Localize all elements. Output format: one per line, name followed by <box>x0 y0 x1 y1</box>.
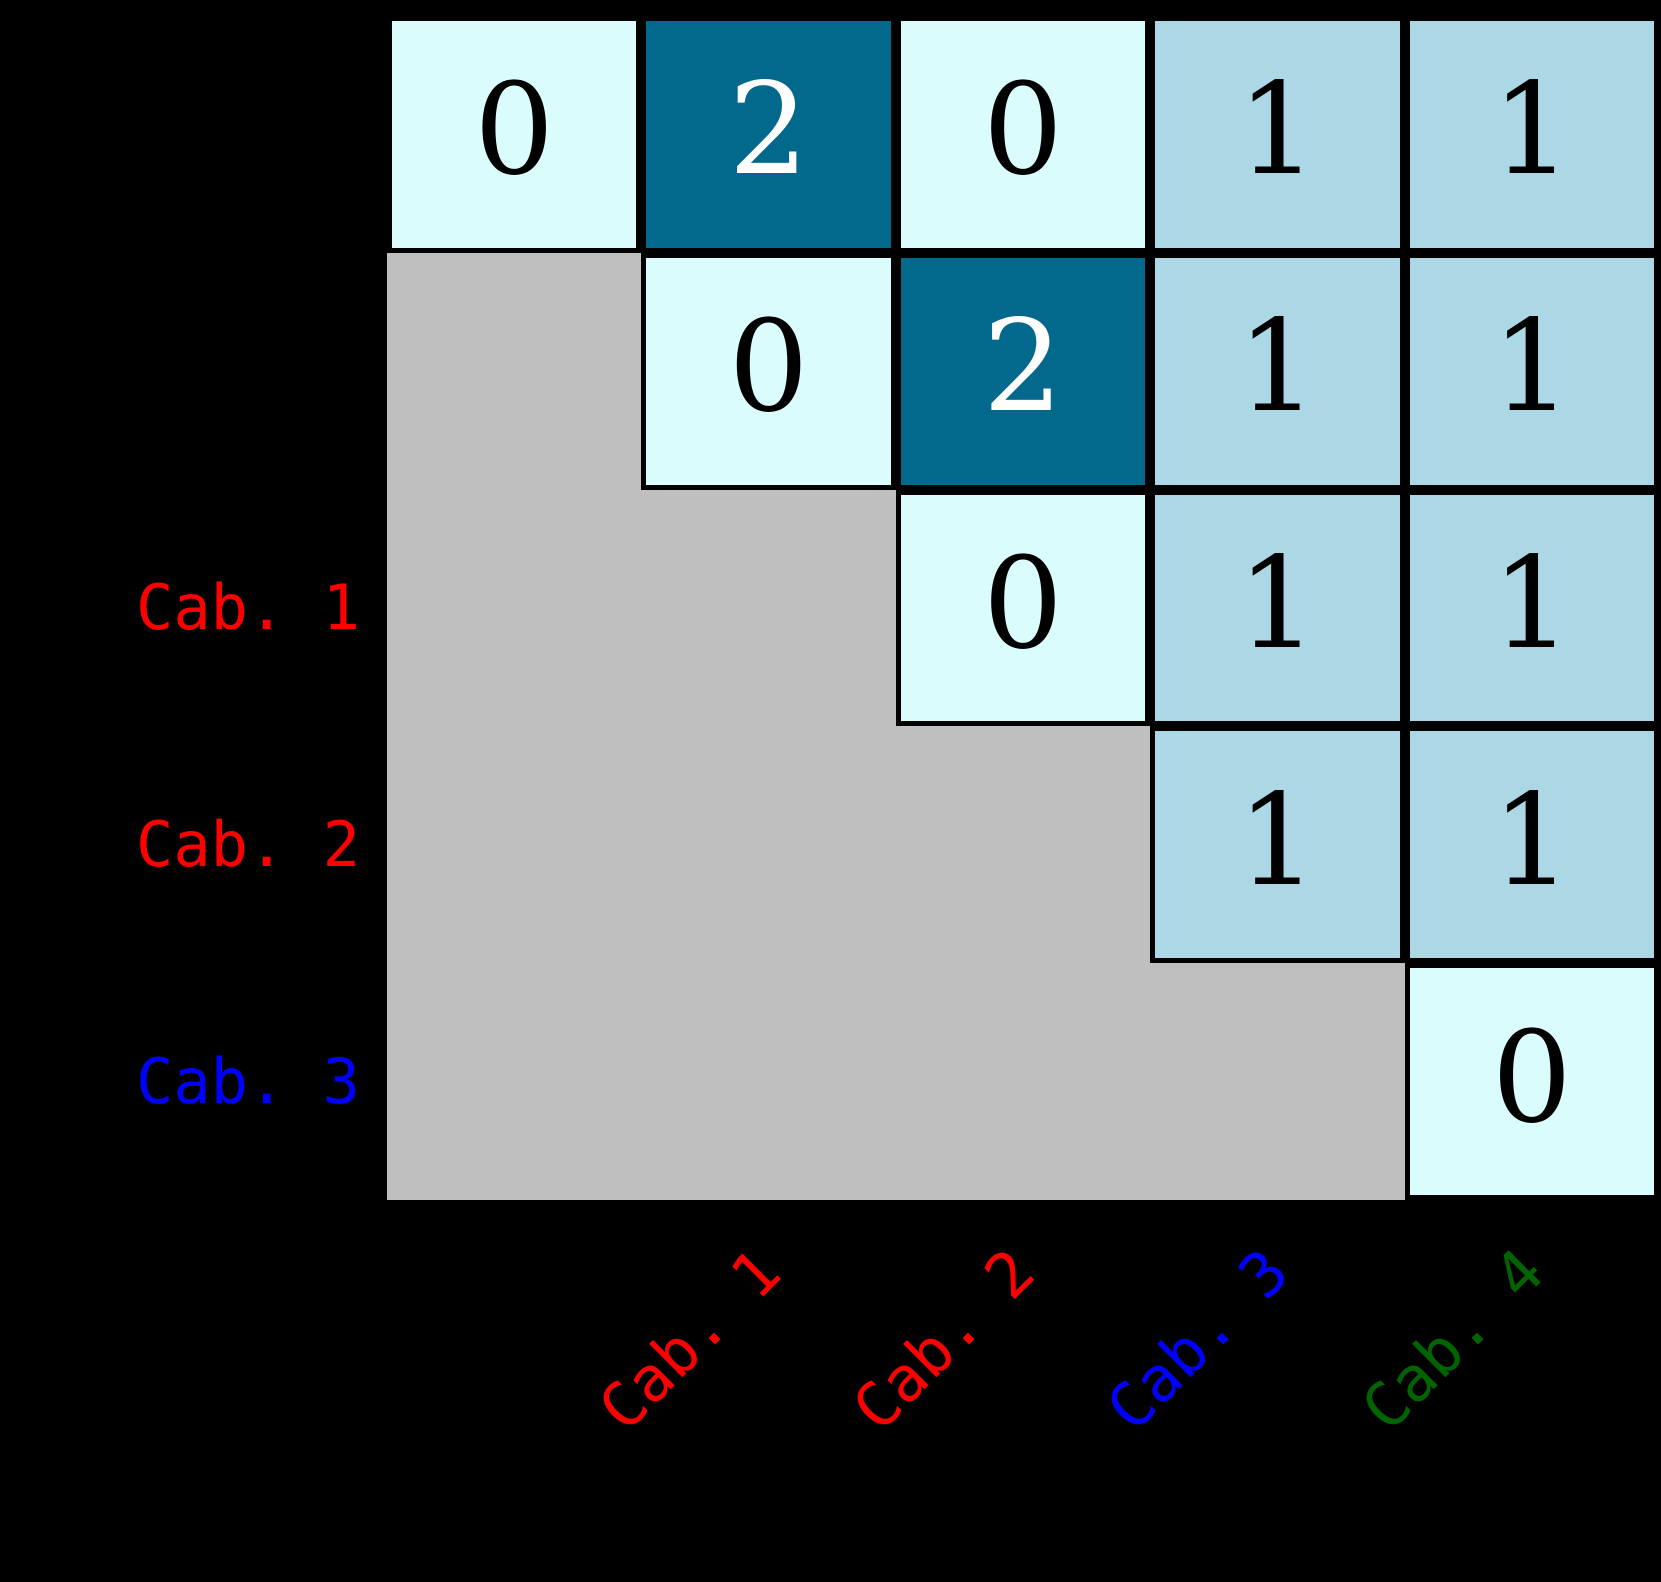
matrix-cell: 0 <box>895 489 1151 727</box>
matrix-cell-masked <box>1150 963 1405 1200</box>
matrix-cell-value: 1 <box>1491 56 1572 204</box>
matrix-cell-masked <box>387 963 642 1200</box>
matrix-cell-value: 1 <box>1237 293 1318 441</box>
matrix-cell: 0 <box>641 252 896 490</box>
matrix-cell-value: 0 <box>982 56 1064 204</box>
matrix-cell-masked <box>895 726 1151 964</box>
matrix-cell: 2 <box>895 252 1151 490</box>
matrix-cell-value: 0 <box>1491 1003 1572 1151</box>
matrix-cell: 1 <box>1404 489 1659 727</box>
matrix-cell-masked <box>641 726 896 964</box>
matrix-cell-masked <box>387 489 642 727</box>
matrix-cell: 2 <box>641 16 896 253</box>
matrix-cell: 1 <box>1404 726 1659 964</box>
matrix-cell: 1 <box>1404 16 1659 253</box>
matrix-cell: 0 <box>1404 963 1659 1200</box>
matrix-cell-masked <box>387 726 642 964</box>
matrix-cell: 1 <box>1150 252 1405 490</box>
matrix-cell-masked <box>895 963 1151 1200</box>
matrix-cell-value: 1 <box>1491 766 1572 914</box>
matrix-cell-value: 2 <box>982 293 1064 441</box>
matrix-cell-value: 1 <box>1237 56 1318 204</box>
matrix-cell-value: 1 <box>1237 766 1318 914</box>
matrix-cell: 1 <box>1150 489 1405 727</box>
matrix-cell-value: 0 <box>982 529 1064 677</box>
matrix-cell-value: 2 <box>728 56 809 204</box>
matrix-cell-value: 0 <box>728 293 809 441</box>
matrix-cell-value: 1 <box>1237 529 1318 677</box>
matrix-cell-value: 1 <box>1491 293 1572 441</box>
matrix-cell-value: 0 <box>474 56 555 204</box>
matrix-cell: 0 <box>895 16 1151 253</box>
matrix-cell-masked <box>387 252 642 490</box>
matrix-cell-value: 1 <box>1491 529 1572 677</box>
matrix-cell: 1 <box>1150 16 1405 253</box>
row-tick-label-3: Cab. 1 <box>136 571 360 644</box>
row-tick-label-4: Cab. 2 <box>136 807 360 881</box>
matrix-cell: 1 <box>1404 252 1659 490</box>
row-tick-label-5: Cab. 3 <box>136 1044 360 1118</box>
matrix-cell-masked <box>641 963 896 1200</box>
matrix-cell: 0 <box>387 16 642 253</box>
matrix-heatmap: 0 2 0 1 1 0 2 1 1 0 1 1 1 1 0 <box>387 16 1659 1200</box>
matrix-cell: 1 <box>1150 726 1405 964</box>
matrix-cell-masked <box>641 489 896 727</box>
